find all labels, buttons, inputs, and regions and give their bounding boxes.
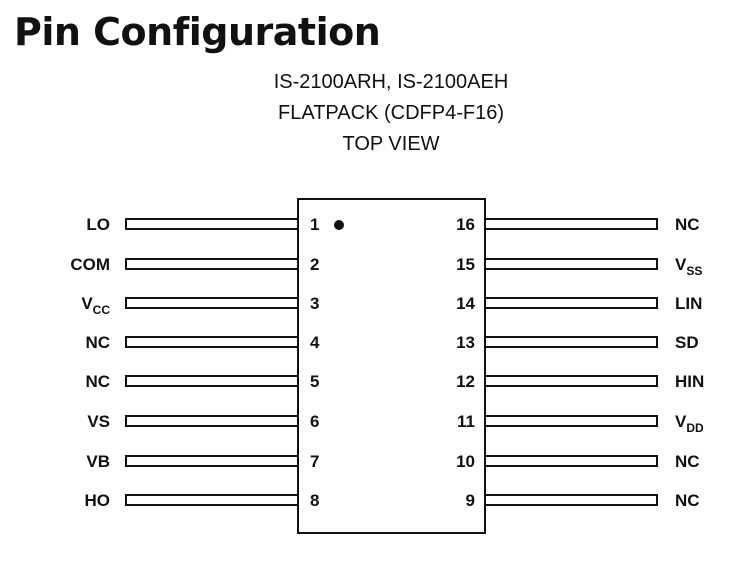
pin-7-label: VB [86, 452, 110, 471]
pin-9-number: 9 [466, 491, 475, 510]
pin-5-number: 5 [310, 372, 319, 391]
pin-6-label: VS [87, 412, 110, 431]
pin-8-lead [125, 494, 299, 506]
pin-11-label: VDD [675, 412, 704, 435]
pin-10-number: 10 [456, 452, 475, 471]
pin-7-number: 7 [310, 452, 319, 471]
view-label: TOP VIEW [342, 133, 440, 155]
pin-9-lead [484, 494, 658, 506]
pin-10-label: NC [675, 452, 700, 471]
pin-3-lead [125, 297, 299, 309]
pin-16-lead [484, 218, 658, 230]
pin-16-number: 16 [456, 215, 475, 234]
pin-12-number: 12 [456, 372, 475, 391]
pin-3-label: VCC [81, 294, 110, 317]
pin-5-label: NC [85, 372, 110, 391]
pin-2-number: 2 [310, 255, 319, 274]
pin-7-lead [125, 455, 299, 467]
pin-13-number: 13 [456, 333, 475, 352]
pin-8-label: HO [85, 491, 111, 510]
pin-1-lead [125, 218, 299, 230]
pin-14-number: 14 [456, 294, 475, 313]
pin-16-label: NC [675, 215, 700, 234]
pin-14-lead [484, 297, 658, 309]
pin1-marker-dot [334, 220, 344, 230]
pin-4-lead [125, 336, 299, 348]
pin-11-number: 11 [457, 412, 475, 431]
pin-8-number: 8 [310, 491, 319, 510]
pin-1-number: 1 [310, 215, 319, 234]
pin-9-label: NC [675, 491, 700, 510]
package-type: FLATPACK (CDFP4-F16) [278, 102, 504, 124]
pin-15-lead [484, 258, 658, 270]
pin-15-label: VSS [675, 255, 702, 278]
pin-11-lead [484, 415, 658, 427]
pin-5-lead [125, 375, 299, 387]
pin-13-lead [484, 336, 658, 348]
pin-2-label: COM [70, 255, 110, 274]
pin-4-number: 4 [310, 333, 320, 352]
part-numbers: IS-2100ARH, IS-2100AEH [273, 71, 509, 93]
chip-body [297, 198, 486, 534]
pin-6-lead [125, 415, 299, 427]
pin-15-number: 15 [456, 255, 475, 274]
pin-1-label: LO [86, 215, 110, 234]
pin-4-label: NC [85, 333, 110, 352]
pin-13-label: SD [675, 333, 699, 352]
page-title: Pin Configuration [14, 10, 381, 54]
pin-10-lead [484, 455, 658, 467]
pin-2-lead [125, 258, 299, 270]
pin-14-label: LIN [675, 294, 702, 313]
pin-3-number: 3 [310, 294, 319, 313]
pin-6-number: 6 [310, 412, 319, 431]
pin-12-lead [484, 375, 658, 387]
pin-12-label: HIN [675, 372, 704, 391]
